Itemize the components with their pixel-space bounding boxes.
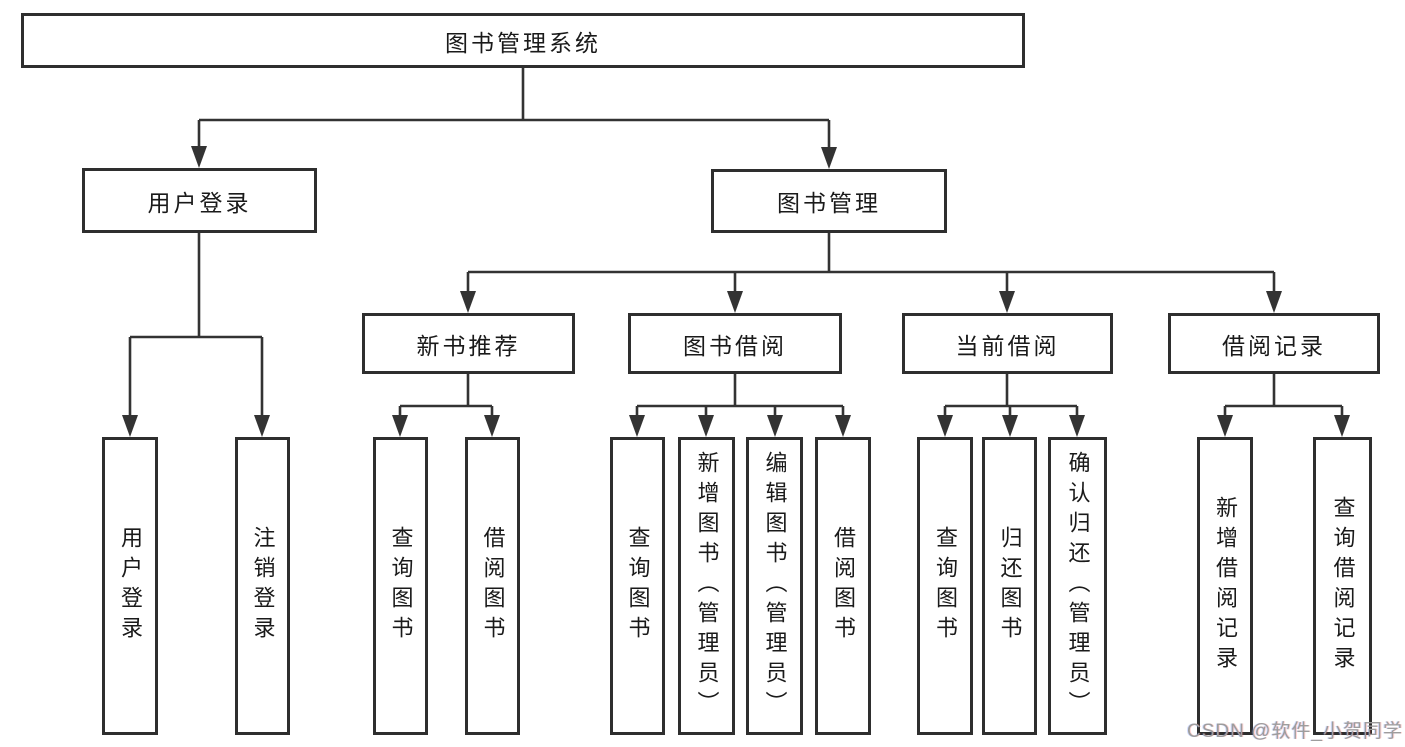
arrowhead: [484, 415, 500, 437]
leaf-current-query-label: 查询图书: [933, 526, 958, 646]
node-new-book-rec: 新书推荐: [362, 313, 575, 374]
arrowhead: [835, 415, 851, 437]
leaf-logout: 注销登录: [235, 437, 290, 735]
leaf-record-add: 新增借阅记录: [1197, 437, 1253, 735]
arrowhead: [727, 291, 743, 313]
leaf-record-query: 查询借阅记录: [1313, 437, 1372, 735]
connector-root-to-level2: [191, 68, 837, 169]
node-book-borrow-label: 图书借阅: [683, 332, 787, 359]
arrowhead: [821, 147, 837, 169]
arrowhead: [698, 415, 714, 437]
connector-book-mgmt-to-level3: [460, 233, 1282, 313]
node-root: 图书管理系统: [21, 13, 1025, 68]
arrowhead: [999, 291, 1015, 313]
leaf-newbook-query: 查询图书: [373, 437, 428, 735]
node-current-borrow-label: 当前借阅: [955, 332, 1060, 359]
arrowhead: [937, 415, 953, 437]
leaf-current-confirm-admin-label: 确认归还（管理员）: [1065, 451, 1091, 721]
leaf-borrow-borrow-label: 借阅图书: [831, 526, 856, 646]
connector-borrow-record-to-leaves: [1217, 374, 1350, 437]
leaf-newbook-borrow: 借阅图书: [465, 437, 520, 735]
leaf-record-query-label: 查询借阅记录: [1330, 496, 1356, 676]
arrowhead: [1334, 415, 1350, 437]
node-book-borrow: 图书借阅: [628, 313, 842, 374]
leaf-borrow-edit-admin: 编辑图书（管理员）: [746, 437, 803, 735]
leaf-newbook-borrow-label: 借阅图书: [480, 526, 506, 646]
leaf-current-return: 归还图书: [982, 437, 1037, 735]
node-book-mgmt: 图书管理: [711, 169, 947, 233]
leaf-current-query: 查询图书: [917, 437, 973, 735]
node-current-borrow: 当前借阅: [902, 313, 1113, 374]
node-user-login: 用户登录: [82, 168, 317, 233]
leaf-current-confirm-admin: 确认归还（管理员）: [1048, 437, 1107, 735]
leaf-logout-label: 注销登录: [250, 526, 276, 646]
leaf-current-return-label: 归还图书: [997, 526, 1023, 646]
arrowhead: [767, 415, 783, 437]
leaf-borrow-query-label: 查询图书: [625, 526, 651, 646]
node-book-mgmt-label: 图书管理: [777, 190, 881, 216]
leaf-user-login-label: 用户登录: [118, 526, 143, 646]
leaf-user-login: 用户登录: [102, 437, 158, 735]
node-user-login-label: 用户登录: [147, 189, 252, 216]
connector-book-borrow-to-leaves: [629, 374, 851, 437]
node-root-label: 图书管理系统: [445, 29, 601, 56]
arrowhead: [1266, 291, 1282, 313]
leaf-borrow-edit-admin-label: 编辑图书（管理员）: [762, 451, 788, 721]
connector-user-login-to-leaves: [122, 233, 270, 437]
arrowhead: [460, 291, 476, 313]
node-borrow-record: 借阅记录: [1168, 313, 1380, 374]
leaf-borrow-query: 查询图书: [610, 437, 665, 735]
node-new-book-rec-label: 新书推荐: [416, 332, 521, 359]
arrowhead: [122, 415, 138, 437]
connector-current-borrow-to-leaves: [937, 374, 1085, 437]
arrowhead: [1217, 415, 1233, 437]
leaf-borrow-add-admin-label: 新增图书（管理员）: [694, 451, 720, 721]
leaf-borrow-add-admin: 新增图书（管理员）: [678, 437, 735, 735]
csdn-watermark: CSDN @软件_小贺同学: [1187, 721, 1403, 742]
arrowhead: [1002, 415, 1018, 437]
leaf-newbook-query-label: 查询图书: [388, 526, 414, 646]
connector-new-book-to-leaves: [392, 374, 500, 437]
leaf-record-add-label: 新增借阅记录: [1213, 496, 1238, 676]
arrowhead: [392, 415, 408, 437]
node-borrow-record-label: 借阅记录: [1222, 332, 1326, 359]
arrowhead: [254, 415, 270, 437]
leaf-borrow-borrow: 借阅图书: [815, 437, 871, 735]
arrowhead: [191, 146, 207, 168]
arrowhead: [629, 415, 645, 437]
arrowhead: [1069, 415, 1085, 437]
